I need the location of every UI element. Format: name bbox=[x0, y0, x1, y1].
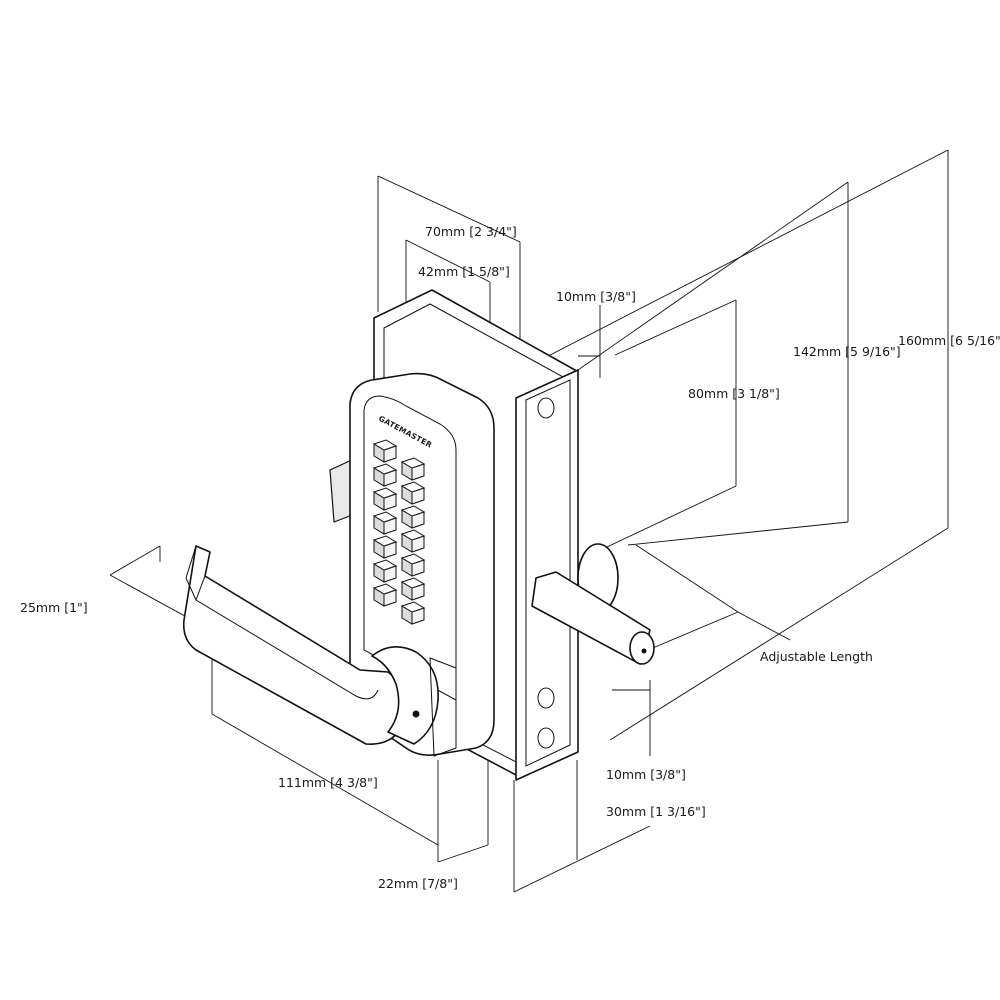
side-plate-face bbox=[525, 379, 571, 767]
dim-25mm-label: 25mm [1"] bbox=[20, 600, 88, 615]
adjustable-length-label: Adjustable Length bbox=[760, 649, 873, 664]
spindle-end bbox=[629, 631, 655, 665]
dim-10mm-top-label: 10mm [3/8"] bbox=[556, 289, 636, 304]
keypad-keys bbox=[372, 439, 426, 625]
keypad-key bbox=[372, 487, 398, 511]
mounting-hole bbox=[537, 687, 555, 709]
keypad-key bbox=[400, 505, 426, 529]
keypad-key bbox=[372, 559, 398, 583]
keypad-key bbox=[372, 463, 398, 487]
keypad-face bbox=[363, 395, 457, 701]
lock-illustration: GATEMASTER bbox=[182, 289, 655, 781]
dim-22mm-label: 22mm [7/8"] bbox=[378, 876, 458, 891]
keypad-key bbox=[372, 439, 398, 463]
keypad-key bbox=[400, 529, 426, 553]
keypad-key bbox=[400, 481, 426, 505]
keypad-key bbox=[400, 553, 426, 577]
mounting-hole bbox=[537, 397, 555, 419]
lever-handle-top bbox=[185, 545, 197, 601]
dim-142mm-label: 142mm [5 9/16"] bbox=[793, 344, 901, 359]
spindle-hole bbox=[641, 648, 647, 654]
dimension-lines bbox=[109, 149, 949, 893]
lever-handle-edge bbox=[195, 575, 379, 700]
mounting-hole bbox=[537, 727, 555, 749]
dimension-labels: 70mm [2 3/4"] 42mm [1 5/8"] 10mm [3/8"] … bbox=[20, 224, 1000, 891]
hub-keyhole bbox=[412, 710, 420, 718]
keypad-key bbox=[400, 577, 426, 601]
dim-10mm-bottom-label: 10mm [3/8"] bbox=[606, 767, 686, 782]
dim-30mm-label: 30mm [1 3/16"] bbox=[606, 804, 706, 819]
dim-160mm-label: 160mm [6 5/16"] bbox=[898, 333, 1000, 348]
keypad-key bbox=[400, 457, 426, 481]
dim-70mm-label: 70mm [2 3/4"] bbox=[425, 224, 517, 239]
keypad-key bbox=[400, 601, 426, 625]
lever-rose bbox=[429, 657, 457, 757]
dim-80mm-label: 80mm [3 1/8"] bbox=[688, 386, 780, 401]
lever-hub bbox=[371, 646, 439, 745]
keypad-key bbox=[372, 583, 398, 607]
dim-111mm-label: 111mm [4 3/8"] bbox=[278, 775, 378, 790]
dim-42mm-label: 42mm [1 5/8"] bbox=[418, 264, 510, 279]
keypad-key bbox=[372, 511, 398, 535]
keypad-key bbox=[372, 535, 398, 559]
